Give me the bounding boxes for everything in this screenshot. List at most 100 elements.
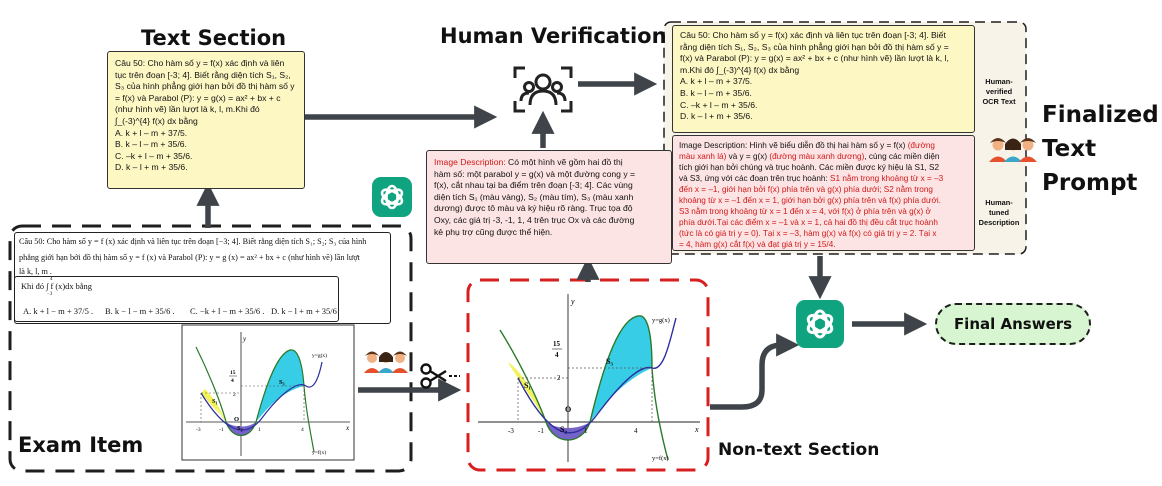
desc-label: Image Description:: [434, 157, 506, 167]
text-line: S₃ của hình phẳng giới hạn bởi đồ thị hà…: [115, 81, 295, 92]
finalized-heading-line-3: Prompt: [1042, 170, 1138, 196]
small-f-label: y=f(x): [312, 449, 326, 456]
human-verification-heading: Human Verification: [440, 24, 667, 48]
finalized-heading: Finalized Text Prompt: [1042, 98, 1159, 200]
finalized-heading-line-2: Text: [1042, 136, 1097, 162]
text-line: ∫_(-3)^{4} f(x) dx bằng: [115, 115, 198, 126]
final-answers-pill: Final Answers: [935, 303, 1091, 345]
large-f-label: y=f(x): [652, 455, 669, 462]
openai-knot-icon: [806, 309, 834, 339]
small-tick-15: 15: [230, 370, 236, 376]
desc-line: Image Description: Có một hình vẽ gồm ha…: [434, 157, 623, 167]
small-tick-2: 2: [233, 392, 236, 398]
text-line: Câu 50: Cho hàm số y = f(x) xác định và …: [115, 58, 285, 68]
fdesc-line: S3 nằm trong khoảng từ x = 1 đến x = 4, …: [679, 207, 931, 216]
finalized-heading-line-1: Finalized: [1042, 102, 1159, 128]
large-x-tick-1: -1: [538, 427, 544, 435]
desc-line: Oxy, các giá trị -3, -1, 1, 4 trên trục …: [434, 214, 635, 225]
large-x-tick-0: -3: [508, 427, 514, 435]
fdesc-line: phía dưới.Tại các điểm x = –1 và x = 1, …: [679, 218, 938, 227]
small-region-s3: S₃: [279, 379, 285, 386]
desc-line: hàm số: một parabol y = g(x) và một đườn…: [434, 168, 636, 179]
small-x-tick-0: -3: [196, 427, 201, 433]
chatgpt-icon: [372, 177, 412, 217]
fdesc-line: Image Description: Hình vẽ biểu diễn đồ …: [679, 141, 935, 150]
text-line: A. k + l – m + 37/5.: [115, 127, 188, 138]
large-x-tick-3: 4: [634, 427, 638, 435]
exam-line-3: là k, l, m .: [19, 267, 52, 276]
exam-option-b: B. k − l − m + 35/6 .: [105, 306, 175, 316]
small-x-tick-3: 4: [301, 427, 304, 433]
graph-small: [186, 332, 350, 456]
small-x-tick-2: 1: [258, 427, 261, 433]
ocr-line: A. k + l – m + 37/5.: [680, 76, 753, 87]
exam-question-text: Khi đó ∫ f (x)dx bằng: [21, 282, 92, 291]
text-line: B. k – l – m + 35/6.: [115, 139, 187, 150]
final-ocr-box: Câu 50: Cho hàm số y = f(x) xác định và …: [672, 25, 975, 133]
fdesc-line: đến x = –1, giới hạn bởi f(x) phía trên …: [679, 185, 933, 194]
desc-line: f(x), cắt nhau tại ba điểm trên đoạn [-3…: [434, 180, 633, 191]
small-region-s1: S₁: [212, 398, 218, 405]
ocr-line: f(x) và Parabol (P): y = g(x) = ax² + bx…: [680, 53, 949, 64]
text-line: C. –k + l – m + 35/6.: [115, 150, 193, 161]
large-origin-label: O: [565, 405, 571, 414]
arrow-nontext-to-gpt: [710, 333, 800, 410]
exam-line-2: phẳng giới hạn bởi đồ thị hàm số y = f (…: [19, 253, 360, 262]
non-text-section-heading: Non-text Section: [718, 440, 880, 460]
people-group-icon: [513, 66, 573, 113]
small-g-label: y=g(x): [312, 352, 327, 359]
desc-line: kẻ phụ trợ cũng được thể hiện.: [434, 226, 553, 237]
text-section-heading: Text Section: [141, 26, 287, 50]
fdesc-line: khoảng từ x = –1 đến x = 1, giới hạn bởi…: [679, 196, 941, 205]
integral-upper: 4: [50, 277, 53, 282]
desc-line: diện tích S₁ (màu vàng), S₂ (màu tím), S…: [434, 191, 634, 202]
annotators-icon-2: [989, 138, 1037, 162]
desc-line: dương) được tô màu và ký hiệu rõ ràng. T…: [434, 203, 633, 214]
large-tick-2: 2: [557, 374, 561, 382]
human-verified-label: Human-verified OCR Text: [982, 77, 1016, 106]
ocr-line: C. –k + l – m + 35/6.: [680, 99, 758, 110]
fdesc-line: màu xanh lá) và y = g(x) (đường màu xanh…: [679, 152, 940, 161]
large-x-axis-label: x: [694, 425, 699, 434]
text-line: (như hình vẽ) lần lượt là k, l, m.Khi đó: [115, 104, 260, 115]
chatgpt-icon-final: [796, 300, 844, 348]
small-y-axis-label: y: [242, 335, 247, 343]
annotators-icon-1: [364, 351, 408, 373]
large-g-label: y=g(x): [652, 317, 670, 324]
small-x-axis-label: x: [345, 424, 350, 432]
exam-option-c: C. −k + l − m + 35/6 .: [190, 306, 265, 316]
large-region-s1: S₁: [524, 381, 531, 390]
fdesc-line: và S3, ứng với các đoạn trên trục hoành:…: [679, 174, 944, 183]
human-tuned-label: Human-tuned Description: [978, 198, 1020, 227]
exam-option-a: A. k + l − m + 37/5 .: [23, 306, 94, 316]
large-region-s2: S₂: [560, 425, 567, 434]
small-region-s2: S₂: [237, 425, 243, 432]
exam-item-heading: Exam Item: [18, 433, 144, 457]
ocr-line: rằng diện tích S₁, S₂, S₃ của hình phẳng…: [680, 41, 949, 52]
text-line: tục trên đoạn [-3; 4]. Biết rằng diện tí…: [115, 69, 291, 80]
openai-knot-icon: [380, 184, 404, 210]
ocr-line: m.Khi đó ∫_(-3)^{4} f(x) dx bằng: [680, 64, 800, 75]
integral-lower: −3: [47, 292, 53, 297]
image-description-box: Image Description: Có một hình vẽ gồm ha…: [426, 150, 672, 264]
fdesc-line: = 4, hàm g(x) cắt f(x) và đạt giá trị y …: [679, 240, 836, 249]
ocr-line: Câu 50: Cho hàm số y = f(x) xác định và …: [680, 30, 946, 40]
text-line: D. k – l + m + 35/6.: [115, 162, 188, 173]
large-y-axis-label: y: [570, 297, 575, 306]
exam-question-box: Khi đó ∫ f (x)dx bằng 4 −3 A. k + l − m …: [14, 276, 339, 326]
non-text-section-frame: [466, 278, 710, 472]
fdesc-line: tích giới hạn bởi chúng và trục hoành. C…: [679, 163, 940, 172]
small-x-tick-1: -1: [219, 427, 224, 433]
text-line: = f(x) và Parabol (P): y = g(x) = ax² + …: [115, 92, 281, 103]
large-region-s3: S₃: [606, 357, 613, 366]
small-origin-label: O: [234, 416, 239, 423]
exam-line-1: Câu 50: Cho hàm số y = f (x) xác định và…: [19, 237, 367, 246]
fdesc-line: (tức là có giá trị y = 0). Tại x = –3, h…: [679, 229, 937, 238]
large-tick-15: 15: [553, 340, 561, 348]
exam-option-d: D. k − l + m + 35/6 .: [271, 306, 337, 326]
small-tick-4: 4: [231, 378, 234, 384]
final-description-box: Image Description: Hình vẽ biểu diễn đồ …: [672, 135, 975, 251]
large-tick-4: 4: [555, 351, 559, 359]
text-section-box: Câu 50: Cho hàm số y = f(x) xác định và …: [107, 51, 305, 189]
graph-large: [478, 294, 700, 462]
